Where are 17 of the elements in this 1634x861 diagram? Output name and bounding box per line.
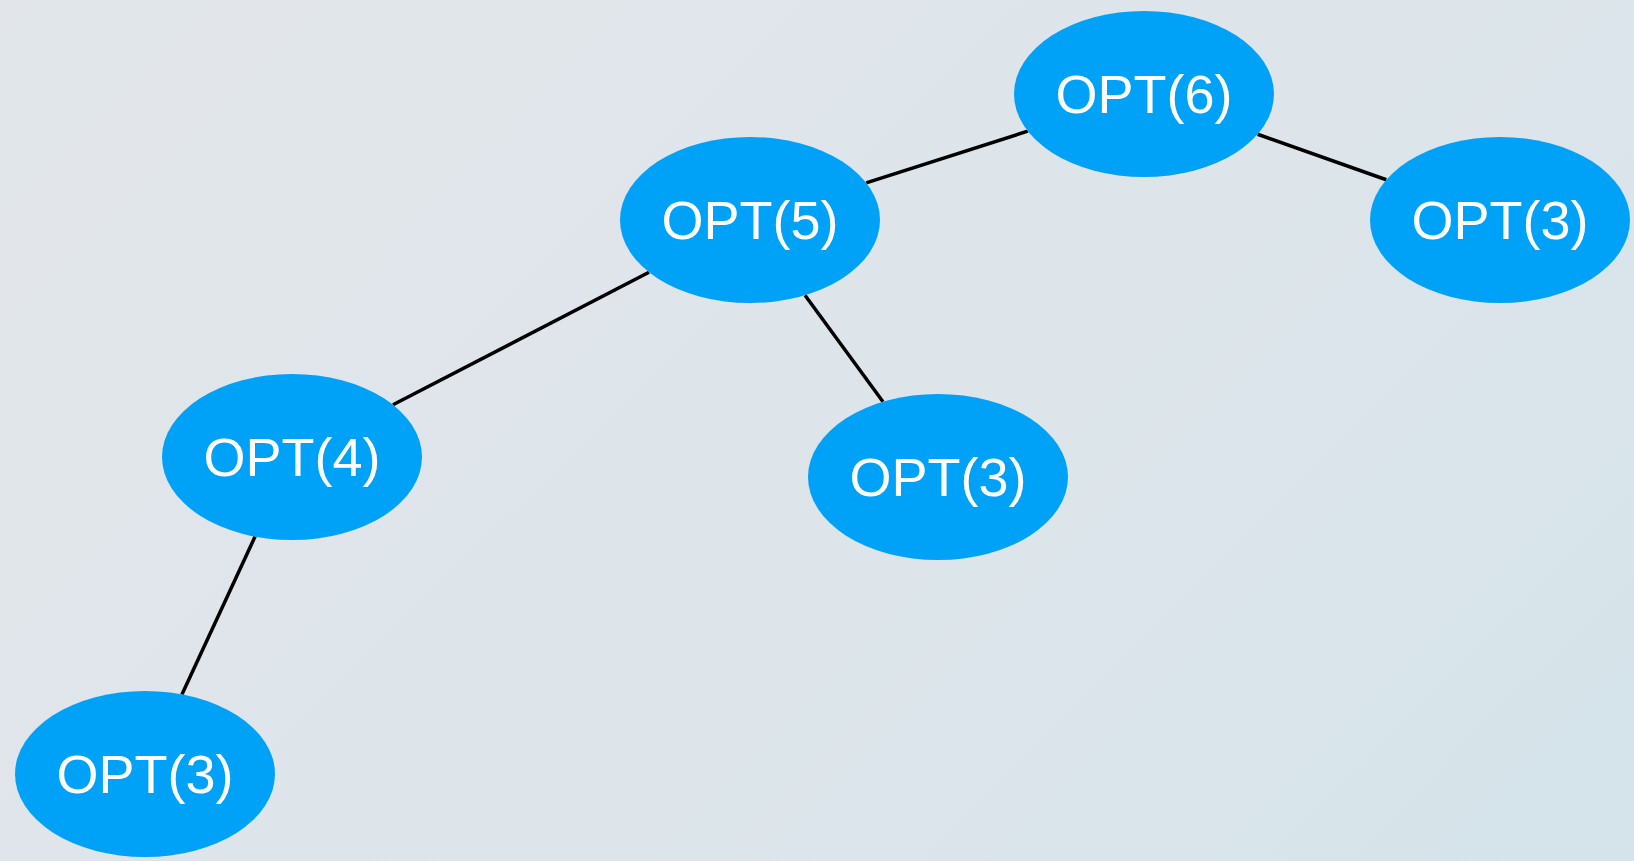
- node-label: OPT(3): [1411, 189, 1589, 251]
- connector-line: [1257, 132, 1387, 182]
- connector-line: [180, 535, 257, 696]
- oval-node: [1370, 137, 1630, 303]
- connector-line: [865, 129, 1029, 185]
- oval-node: [1014, 11, 1274, 177]
- connector-line: [392, 270, 650, 407]
- oval-node: [808, 394, 1068, 560]
- node-label: OPT(6): [1055, 63, 1233, 125]
- oval-node: [15, 691, 275, 857]
- node-label: OPT(5): [661, 189, 839, 251]
- oval-node: [162, 374, 422, 540]
- oval-node: [620, 137, 880, 303]
- node-label: OPT(4): [203, 426, 381, 488]
- node-label: OPT(3): [849, 446, 1027, 508]
- node-label: OPT(3): [56, 743, 234, 805]
- connector-line: [803, 294, 885, 403]
